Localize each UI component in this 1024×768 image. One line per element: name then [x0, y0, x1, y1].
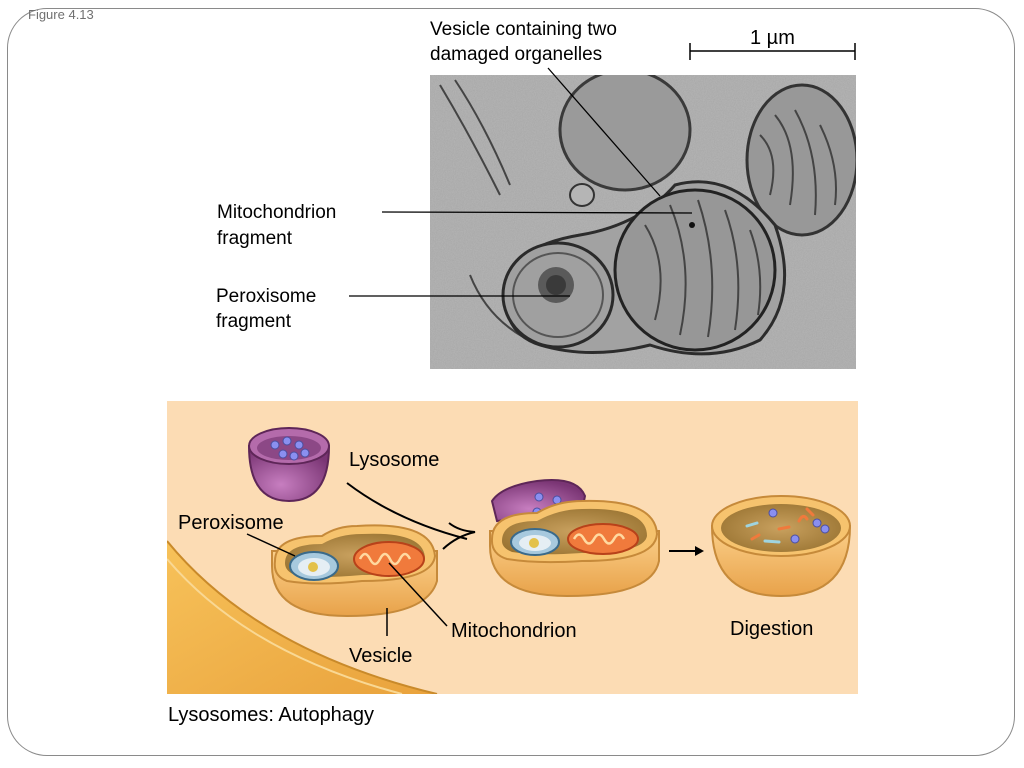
slide-frame: [7, 8, 1015, 756]
perox-fragment-label-line1: Peroxisome: [216, 286, 317, 307]
mito-fragment-label-line2: fragment: [217, 228, 292, 249]
vesicle-label-line1: Vesicle containing two: [430, 19, 617, 40]
vesicle-with-organelles: [271, 524, 438, 618]
lysosome-label: Lysosome: [349, 449, 440, 471]
autophagy-illustration: [167, 401, 858, 694]
fusing-lysosome-vesicle: [489, 479, 660, 598]
scale-bar-label: 1 µm: [750, 27, 795, 49]
peroxisome-label: Peroxisome: [178, 512, 284, 534]
digestion-label: Digestion: [730, 618, 814, 640]
vesicle-label-line2: damaged organelles: [430, 44, 603, 65]
figure-caption: Lysosomes: Autophagy: [168, 704, 375, 726]
digestion-vesicle: [710, 495, 852, 598]
figure-number: Figure 4.13: [28, 7, 94, 22]
mitochondrion-label: Mitochondrion: [451, 620, 577, 642]
electron-micrograph: [430, 75, 856, 369]
lysosome-free: [247, 427, 331, 503]
mito-fragment-label-line1: Mitochondrion: [217, 202, 337, 223]
vesicle-label: Vesicle: [349, 645, 413, 667]
perox-fragment-label-line2: fragment: [216, 311, 291, 332]
